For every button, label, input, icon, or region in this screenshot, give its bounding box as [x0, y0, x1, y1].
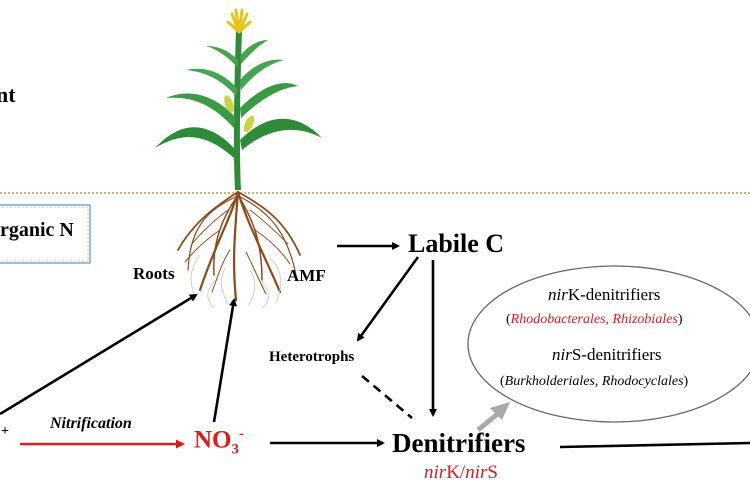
nirs-group-rest: S-denitrifiers	[571, 345, 662, 364]
nirs-suffix: S	[487, 462, 498, 483]
nirk-taxa-names: Rhodobacterales, Rhizobiales	[510, 312, 678, 327]
gray-link-arrow	[476, 402, 510, 432]
nirs-taxa-close: )	[683, 374, 689, 389]
denitrifier-groups-ellipse	[467, 265, 750, 423]
nirs-taxa-open: (	[500, 374, 505, 389]
organic-n-label: rganic N	[0, 219, 74, 241]
denitrifier-genes-label: nirK/nirS	[424, 462, 498, 484]
heterotrophs-label: Heterotrophs	[269, 349, 355, 365]
nirk-suffix: K/	[446, 462, 466, 483]
no3-text: NO	[194, 426, 232, 454]
roots-icon	[177, 190, 301, 302]
root-hairs-icon	[190, 254, 282, 309]
nirs-taxa: (Burkholderiales, Rhodocyclales)	[500, 374, 688, 390]
no3-subscript: 3	[231, 441, 240, 458]
no3-superscript: -	[239, 426, 244, 442]
arrow-nh4-to-roots	[0, 293, 198, 416]
organic-n-box	[0, 204, 91, 264]
no3-label: NO3-	[194, 426, 244, 458]
nirs-taxa-names: Burkholderiales, Rhodocyclales	[504, 374, 684, 389]
arrow-labile-c-to-heterotrophs	[356, 256, 420, 342]
nirk-taxa-close: )	[677, 312, 683, 327]
arrow-denitrifiers-out	[559, 441, 750, 449]
arrow-no3-to-roots	[212, 298, 237, 423]
dashed-heterotrophs-to-denitrifiers	[361, 375, 413, 419]
nirs-prefix: nir	[465, 462, 488, 483]
nirk-group-italic: nir	[548, 285, 568, 304]
nirk-taxa-open: (	[506, 312, 511, 327]
plant-label: nt	[0, 82, 16, 107]
labile-c-label: Labile C	[408, 229, 505, 258]
nh4-label: +	[1, 424, 9, 439]
nirk-prefix: nir	[424, 462, 447, 483]
maize-plant-icon	[155, 8, 322, 191]
denitrifiers-label: Denitrifiers	[392, 428, 526, 458]
amf-label: AMF	[287, 266, 326, 285]
nirk-denitrifiers-title: nirK-denitrifiers	[548, 285, 660, 305]
nirk-taxa: (Rhodobacterales, Rhizobiales)	[506, 312, 683, 328]
roots-label: Roots	[133, 264, 175, 283]
nirs-denitrifiers-title: nirS-denitrifiers	[552, 345, 662, 365]
nirk-group-rest: K-denitrifiers	[567, 285, 661, 304]
nitrification-label: Nitrification	[50, 415, 132, 432]
nirs-group-italic: nir	[552, 345, 572, 364]
